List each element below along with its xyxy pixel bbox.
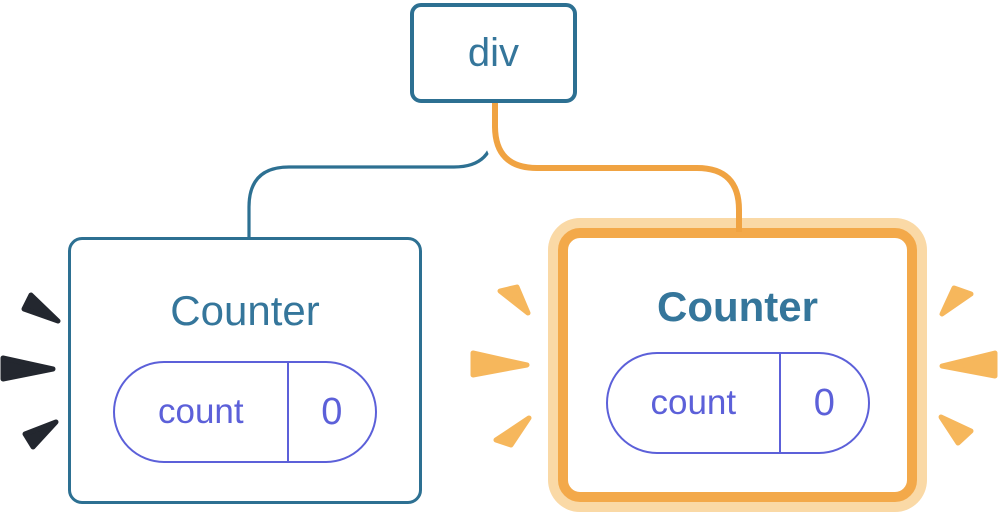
state-key: count — [650, 383, 737, 422]
state-key-cell: count — [608, 354, 780, 452]
state-value-cell: 0 — [779, 354, 867, 452]
child-node-counter-right-highlighted: Counter count 0 — [558, 228, 917, 502]
tree-pipe-core — [492, 103, 742, 245]
emphasis-spark-icon — [0, 355, 56, 382]
parent-node-label: div — [467, 30, 520, 75]
state-key: count — [157, 392, 244, 431]
emphasis-spark-icon — [497, 284, 531, 316]
state-value-cell: 0 — [286, 363, 375, 461]
state-key-cell: count — [115, 363, 287, 461]
state-pill: count 0 — [113, 361, 377, 463]
child-node-counter-left: Counter count 0 — [68, 237, 422, 504]
emphasis-spark-icon — [939, 350, 998, 379]
tree-edge-left — [247, 100, 496, 240]
spark-group-right-card-left — [470, 284, 532, 448]
state-pill: count 0 — [605, 352, 870, 454]
spark-group-left-card — [0, 292, 61, 450]
spark-group-right-card-right — [938, 285, 998, 446]
state-value: 0 — [321, 390, 343, 433]
emphasis-spark-icon — [939, 285, 974, 317]
node-title: Counter — [170, 287, 320, 334]
emphasis-spark-icon — [938, 414, 974, 446]
emphasis-spark-icon — [21, 292, 61, 324]
emphasis-spark-icon — [493, 415, 532, 448]
emphasis-spark-icon — [470, 350, 530, 378]
tree-pipe-highlight — [483, 94, 751, 245]
state-value: 0 — [813, 381, 835, 424]
node-title: Counter — [657, 283, 818, 330]
parent-node-div: div — [410, 3, 577, 103]
emphasis-spark-icon — [22, 419, 59, 450]
